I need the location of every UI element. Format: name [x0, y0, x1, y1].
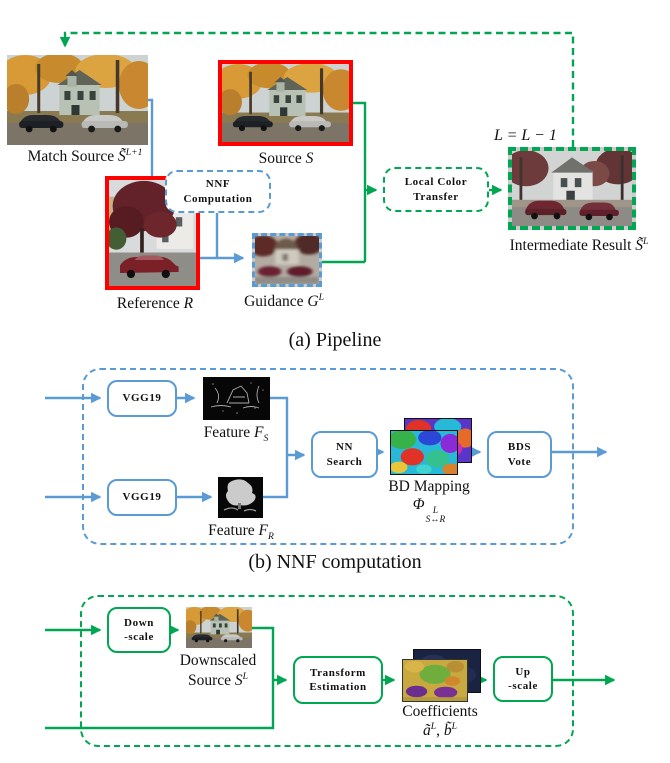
downscaled-source-label: Downscaled Source SL [179, 652, 257, 689]
downscale-line2: -scale [124, 631, 154, 643]
guidance-label: Guidance GL [244, 292, 324, 311]
nn-search-box: NN Search [311, 431, 378, 478]
feature-r-image [218, 477, 263, 518]
reference-label: Reference R [116, 295, 194, 312]
intermediate-result-image [508, 147, 636, 230]
transform-line1: Transform [310, 666, 366, 679]
nnf-computation-box: NNF Computation [165, 170, 271, 213]
coefficients-symbols: ãL, b̃L [423, 721, 457, 740]
nn-search-line2: Search [326, 455, 363, 468]
nn-search-line1: NN [335, 441, 354, 454]
transform-estimation-box: Transform Estimation [293, 656, 383, 704]
match-source-label: Match Source S̃L+1 [27, 147, 143, 166]
caption-b: (b) NNF computation [248, 551, 422, 573]
coefficients-image-front [402, 659, 468, 702]
reference-image [105, 176, 200, 290]
source-image [218, 60, 353, 146]
guidance-image [252, 233, 322, 287]
feature-r-label: Feature FR [208, 522, 274, 543]
vgg19-top-label: VGG19 [122, 392, 162, 405]
local-color-transfer-box: Local Color Transfer [383, 167, 489, 212]
coefficients-label: Coefficients [402, 703, 478, 720]
bds-vote-line2: Vote [507, 455, 532, 468]
caption-a: (a) Pipeline [288, 329, 382, 351]
wire-source-down [353, 101, 367, 262]
source-label: Source S [258, 150, 314, 167]
bds-vote-box: BDS Vote [487, 431, 552, 478]
feature-s-label: Feature FS [203, 424, 269, 445]
vgg19-bottom-label: VGG19 [122, 491, 162, 504]
bd-mapping-label: BD Mapping [388, 478, 470, 495]
loop-counter-label: L = L − 1 [494, 127, 557, 144]
vgg19-bottom-box: VGG19 [107, 479, 177, 516]
nnf-box-line1: NNF [205, 178, 231, 191]
downscale-line1: Down [124, 616, 154, 629]
vgg19-top-box: VGG19 [107, 380, 177, 417]
downscaled-source-image [186, 607, 252, 648]
bds-vote-line1: BDS [507, 441, 532, 454]
nnf-box-line2: Computation [183, 192, 253, 205]
lct-box-line1: Local Color [404, 176, 468, 189]
upscale-box: Up -scale [493, 656, 553, 702]
nnf-computation-container [82, 368, 574, 545]
upscale-line2: -scale [508, 680, 538, 692]
downscale-box: Down -scale [107, 607, 171, 653]
bd-mapping-image-front [390, 430, 458, 475]
intermediate-result-label: Intermediate Result S̃L [509, 236, 649, 255]
transform-line2: Estimation [309, 681, 367, 693]
lct-box-line2: Transfer [413, 190, 459, 203]
match-source-image [7, 55, 148, 145]
upscale-line1: Up [515, 665, 531, 678]
feature-s-image [203, 377, 270, 420]
